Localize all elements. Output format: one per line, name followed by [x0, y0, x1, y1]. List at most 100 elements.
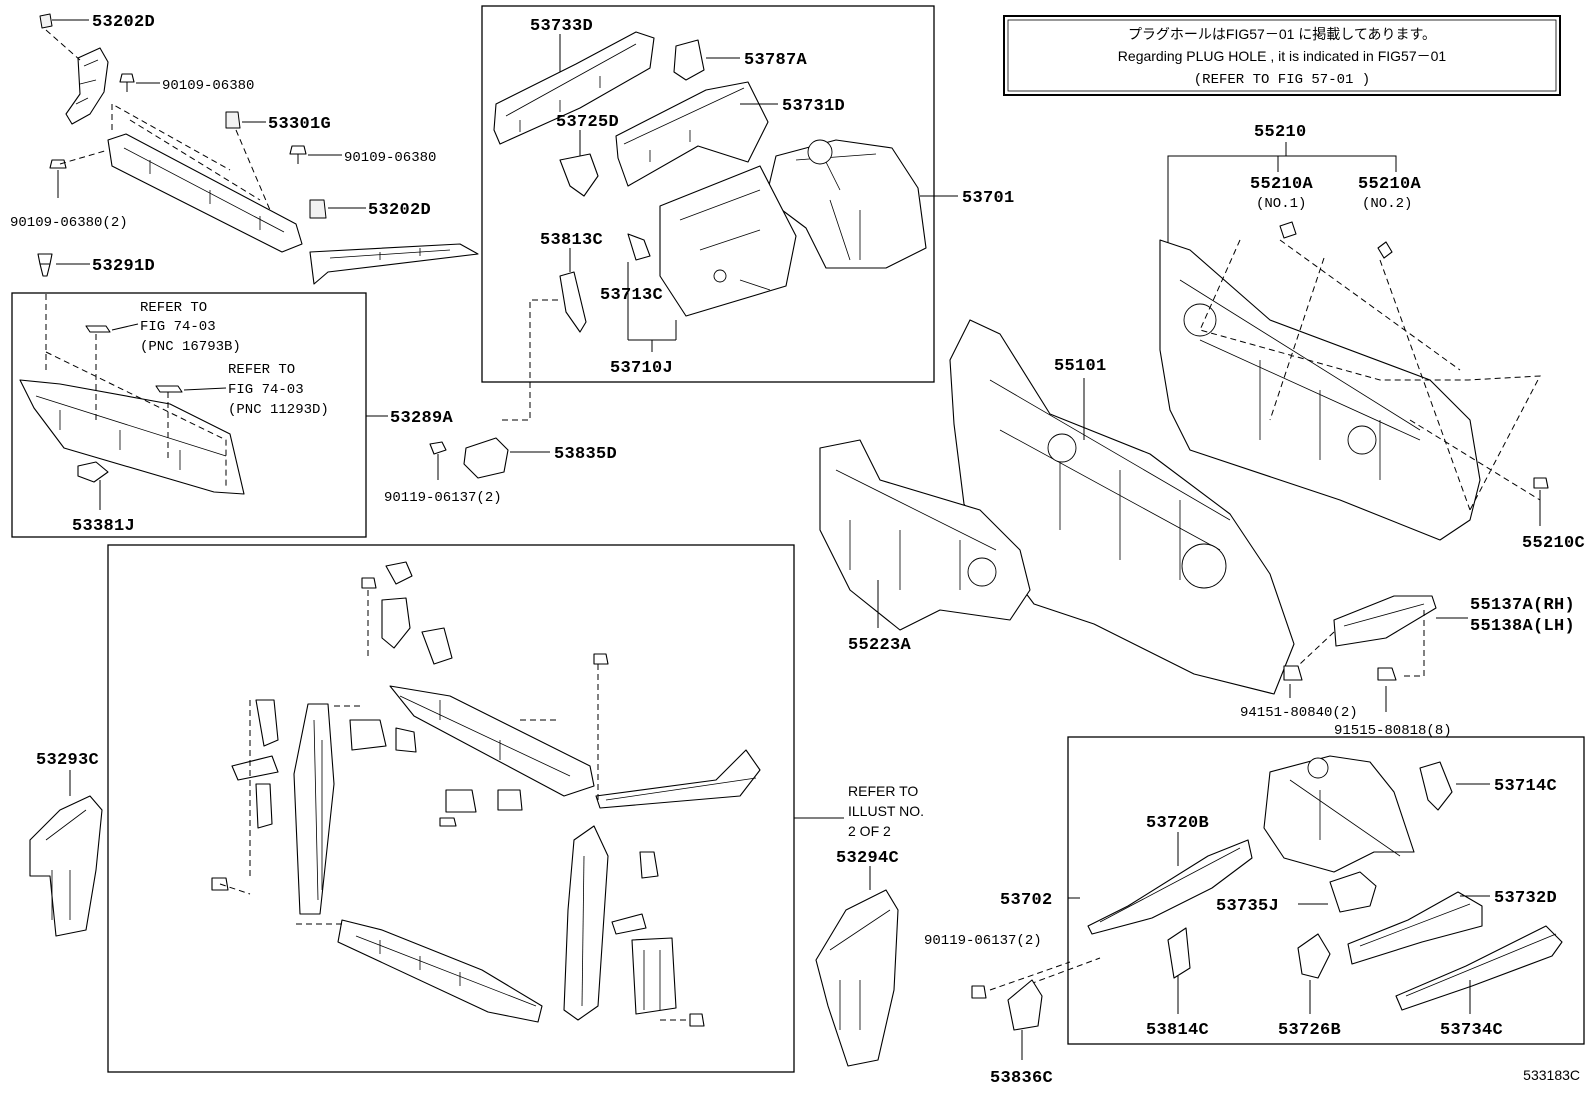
clip-55210A-no1 [1279, 221, 1297, 239]
label-55210A-1: 55210A [1250, 175, 1314, 194]
part-53787A-gusset [673, 39, 705, 81]
part-53720B-apron-upper [1087, 839, 1253, 935]
label-94151: 94151-80840(2) [1240, 705, 1358, 721]
part-55101-dash-panel [949, 319, 1295, 695]
part-53202D-bumper-stop-a [39, 13, 53, 29]
label-91515: 91515-80818(8) [1334, 723, 1452, 739]
label-refer1-l2: FIG 74-03 [140, 319, 216, 335]
label-refer2-l2: FIG 74-03 [228, 382, 304, 398]
label-refer3-l2: ILLUST NO. [848, 803, 924, 819]
bolt-90109-c [49, 159, 67, 169]
part-53293C-apron-ext [29, 795, 103, 937]
part-hood-lock-support-upper [107, 133, 303, 253]
part-53202D-stop-b [309, 199, 327, 219]
part-53294C-apron-ext [815, 889, 899, 1067]
clip-55210C [1533, 477, 1549, 489]
label-55138A: 55138A(LH) [1470, 617, 1575, 636]
label-53835D: 53835D [554, 445, 617, 464]
label-53731D: 53731D [782, 97, 845, 116]
label-53381J: 53381J [72, 517, 135, 536]
label-53733D: 53733D [530, 17, 593, 36]
bolt-90119-b [971, 985, 987, 999]
label-refer3-l1: REFER TO [848, 783, 918, 799]
label-refer3-l3: 2 OF 2 [848, 823, 891, 839]
bolt-91515 [1377, 667, 1397, 681]
label-53710J: 53710J [610, 359, 673, 378]
group-box-53702 [1067, 736, 1585, 1045]
part-53289A-air-guide [19, 379, 245, 495]
label-53714C: 53714C [1494, 777, 1557, 796]
part-53725D-bracket [559, 153, 599, 197]
nut-94151 [1283, 665, 1303, 681]
diagram-id: 533183C [1523, 1067, 1580, 1083]
part-53701-apron-assy [659, 139, 927, 317]
label-refer2-l1: REFER TO [228, 362, 295, 378]
label-refer2-l3: (PNC 11293D) [228, 402, 329, 418]
label-53702: 53702 [1000, 891, 1053, 910]
label-90119-b: 90119-06137(2) [924, 933, 1042, 949]
label-53301G: 53301G [268, 115, 331, 134]
part-hood-lock-brace [309, 243, 479, 285]
label-90109-a: 90109-06380 [162, 78, 254, 94]
label-55210: 55210 [1254, 123, 1307, 142]
label-55137A: 55137A(RH) [1470, 596, 1575, 615]
label-55210A-2: 55210A [1358, 175, 1422, 194]
label-90119-a: 90119-06137(2) [384, 490, 502, 506]
label-55101: 55101 [1054, 357, 1107, 376]
label-55210C: 55210C [1522, 534, 1585, 553]
label-53787A: 53787A [744, 51, 808, 70]
part-53713C-bracket [627, 233, 651, 261]
group-box-radiator-support [107, 544, 795, 1073]
note-line2: Regarding PLUG HOLE , it is indicated in… [1118, 48, 1447, 64]
clip-53291D [37, 253, 53, 277]
label-53291D: 53291D [92, 257, 155, 276]
part-fig74-03-pad-a [85, 325, 111, 333]
part-55137A-bracket [1333, 595, 1437, 647]
part-53381J-bracket [77, 461, 109, 483]
label-53701: 53701 [962, 189, 1015, 208]
label-refer1-l1: REFER TO [140, 300, 207, 316]
part-53835D-bracket [463, 437, 509, 479]
part-53714C-gusset [1419, 761, 1453, 811]
label-53734C: 53734C [1440, 1021, 1503, 1040]
part-53735J-bracket [1329, 871, 1377, 913]
label-refer1-l3: (PNC 16793B) [140, 339, 241, 355]
label-53836C: 53836C [990, 1069, 1053, 1088]
group-box-53701 [481, 5, 935, 383]
part-53733D-apron-upper [493, 31, 655, 145]
label-53813C: 53813C [540, 231, 603, 250]
part-hood-lock-bracket [65, 47, 109, 125]
part-53726B-bracket [1297, 933, 1331, 979]
part-53814C-gusset [1167, 927, 1191, 979]
part-53301G-cushion [225, 111, 241, 129]
part-53813C-gusset [559, 271, 587, 333]
label-55210A-1-no: (NO.1) [1256, 196, 1306, 212]
label-53726B: 53726B [1278, 1021, 1341, 1040]
label-90109-b: 90109-06380 [344, 150, 436, 166]
label-53720B: 53720B [1146, 814, 1209, 833]
label-53293C: 53293C [36, 751, 99, 770]
note-box-inner [1007, 19, 1557, 92]
bolt-90119-a [429, 441, 447, 455]
part-53836C-bracket [1007, 979, 1043, 1031]
label-53713C: 53713C [600, 286, 663, 305]
group-box-53289A [11, 292, 367, 538]
label-55223A: 55223A [848, 636, 912, 655]
note-line1: プラグホールはFIG57－01 に掲載してあります。 [1128, 26, 1436, 42]
part-53731D-apron-member [615, 81, 769, 187]
label-53294C: 53294C [836, 849, 899, 868]
label-53732D: 53732D [1494, 889, 1557, 908]
part-53732D-apron-member [1347, 891, 1483, 965]
note-line3: (REFER TO FIG 57-01 ) [1194, 72, 1370, 88]
label-53814C: 53814C [1146, 1021, 1209, 1040]
label-55210A-2-no: (NO.2) [1362, 196, 1412, 212]
label-53289A: 53289A [390, 409, 454, 428]
part-radiator-support-assy [211, 561, 761, 1027]
label-53735J: 53735J [1216, 897, 1279, 916]
part-53702-apron-assy [1263, 755, 1415, 873]
label-90109-c: 90109-06380(2) [10, 215, 128, 231]
part-fig74-03-pad-b [155, 385, 183, 393]
note-box [1003, 15, 1561, 96]
label-53725D: 53725D [556, 113, 619, 132]
